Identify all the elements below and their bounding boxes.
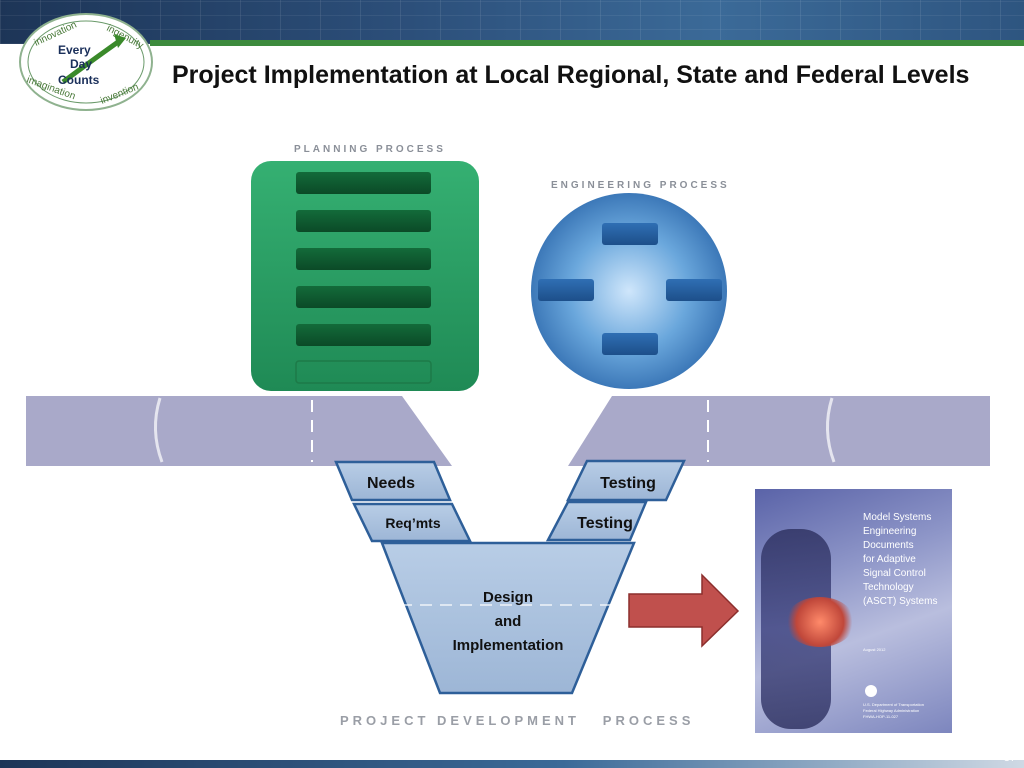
engineering-process-circle [531,193,727,389]
right-arrow [628,573,740,648]
document-footer-line: U.S. Department of Transportation [863,702,924,707]
slide-title: Project Implementation at Local Regional… [172,61,970,89]
every-day-counts-logo: innovation ingenuity imagination inventi… [19,13,153,111]
project-development-label: PROJECT DEVELOPMENT PROCESS [340,713,694,728]
document-title-line: Documents [863,540,914,551]
v-reqmts-label: Req’mts [385,515,440,531]
v-design-line: Design [483,589,533,606]
planning-process-box [251,161,479,391]
document-title-line: Technology [863,582,914,593]
v-and-line: and [495,613,522,630]
document-title-line: Model Systems [863,512,932,523]
document-title-line: Engineering [863,526,917,537]
document-date: August 2012 [863,647,886,652]
logo-center-word: Counts [58,73,100,87]
document-footer-line: Federal Highway Administration [863,708,920,713]
document-cover-image: Model Systems Engineering Documents for … [755,489,952,733]
document-title-line: (ASCT) Systems [863,596,938,607]
document-footer: U.S. Department of Transportation Federa… [863,702,949,720]
v-testing-top-label: Testing [600,475,656,492]
page-number: 37 [1003,752,1016,764]
document-title-line: Signal Control [863,568,926,579]
v-model [334,459,686,695]
planning-process-label: PLANNING PROCESS [294,144,446,155]
v-needs-label: Needs [367,475,415,492]
road-band [26,396,990,466]
engineering-process-label: ENGINEERING PROCESS [551,180,730,191]
document-footer-line: FHWA-HOP-11-027 [863,714,899,719]
footer-band [0,760,1024,768]
logo-center-word: Day [70,57,92,71]
document-title: Model Systems Engineering Documents for … [863,511,949,609]
v-implementation-line: Implementation [453,637,564,654]
header-band [0,0,1024,44]
v-testing-second-label: Testing [577,515,633,532]
dot-logo-icon [865,685,877,697]
header-accent-line [150,40,1024,46]
document-title-line: for Adaptive [863,554,916,565]
red-signal-lamp [785,597,855,647]
logo-center-word: Every [58,43,91,57]
header-pattern [0,0,1024,44]
